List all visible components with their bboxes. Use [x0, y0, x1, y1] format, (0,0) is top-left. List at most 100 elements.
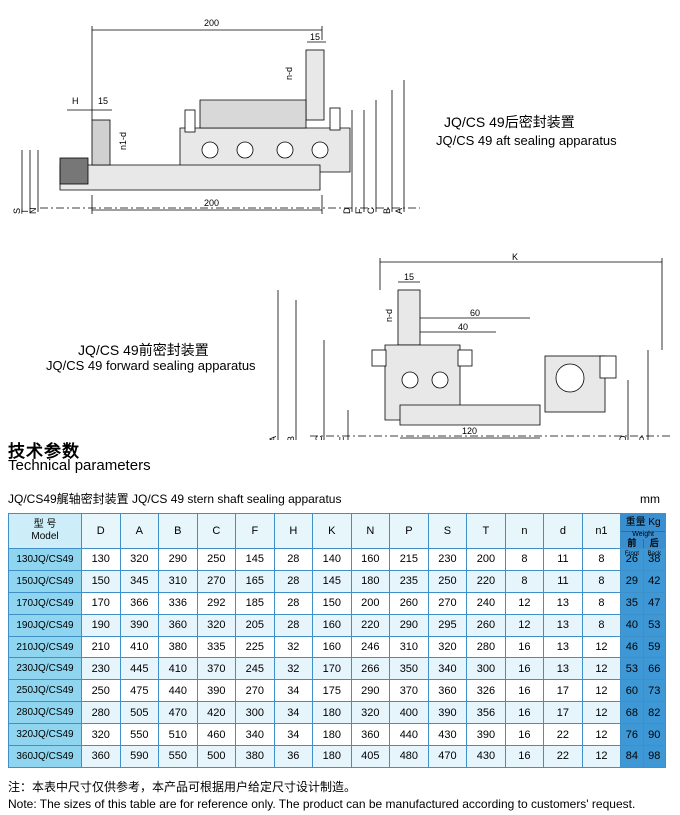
cell-value: 140 [312, 548, 352, 571]
header-col: B [158, 513, 198, 549]
cell-value: 470 [158, 701, 198, 725]
cell-weight-front: 68 [620, 701, 644, 725]
fwd-letter-d: D [618, 435, 628, 440]
cell-value: 8 [504, 548, 545, 571]
cell-value: 410 [158, 657, 198, 681]
cell-value: 280 [466, 635, 506, 659]
cell-value: 360 [350, 723, 391, 747]
cell-value: 250 [427, 569, 468, 593]
cell-value: 230 [80, 657, 121, 681]
cell-value: 160 [312, 635, 352, 659]
header-col: A [119, 513, 160, 549]
cell-weight-front: 60 [620, 679, 644, 703]
header-model-cn: 型 号 [33, 519, 57, 530]
cell-value: 440 [158, 679, 198, 703]
cell-value: 180 [312, 701, 352, 725]
technical-drawings: 200 15 n-d H 15 n1-d 200 S T N D F C B A… [12, 18, 670, 440]
cell-model: 150JQ/CS49 [8, 569, 82, 593]
aft-letter-b: B [382, 208, 392, 214]
cell-value: 390 [119, 613, 160, 637]
cell-value: 505 [119, 701, 160, 725]
cell-value: 295 [427, 613, 468, 637]
cell-value: 16 [504, 723, 545, 747]
cell-value: 270 [427, 591, 468, 615]
cell-value: 320 [196, 613, 237, 637]
cell-value: 400 [389, 701, 429, 725]
cell-value: 380 [158, 635, 198, 659]
cell-value: 300 [235, 701, 275, 725]
cell-value: 8 [581, 569, 622, 593]
cell-value: 32 [273, 635, 314, 659]
cell-value: 170 [312, 657, 352, 681]
cell-value: 160 [312, 613, 352, 637]
cell-model: 250JQ/CS49 [8, 679, 82, 703]
cell-value: 11 [543, 548, 583, 571]
aft-dim-h15: 15 [98, 96, 108, 106]
cell-value: 215 [389, 548, 429, 571]
cell-value: 12 [581, 679, 622, 703]
cell-value: 310 [158, 569, 198, 593]
cell-value: 246 [350, 635, 391, 659]
cell-model: 280JQ/CS49 [8, 701, 82, 725]
cell-weight-back: 82 [642, 701, 666, 725]
cell-value: 420 [196, 701, 237, 725]
cell-value: 550 [158, 745, 198, 768]
cell-value: 16 [504, 657, 545, 681]
header-weight-front-cn: 前 [627, 537, 637, 548]
header-weight-cn: 重量 Kg [625, 516, 661, 528]
header-model-en: Model [31, 531, 59, 542]
fwd-letter-c: C [314, 435, 324, 440]
cell-value: 370 [389, 679, 429, 703]
header-col: d [543, 513, 583, 549]
aft-letter-f: F [354, 208, 364, 214]
cell-value: 475 [119, 679, 160, 703]
cell-value: 185 [235, 591, 275, 615]
cell-value: 16 [504, 701, 545, 725]
header-col: N [350, 513, 391, 549]
table-unit: mm [640, 492, 660, 506]
aft-caption-en: JQ/CS 49 aft sealing apparatus [436, 133, 617, 148]
cell-model: 320JQ/CS49 [8, 723, 82, 747]
cell-value: 366 [119, 591, 160, 615]
header-model: 型 号 Model [8, 513, 82, 549]
cell-weight-back: 66 [642, 657, 666, 681]
cell-weight-back: 90 [642, 723, 666, 747]
cell-value: 405 [350, 745, 391, 768]
cell-value: 16 [504, 745, 545, 768]
fwd-caption-en: JQ/CS 49 forward sealing apparatus [46, 358, 256, 373]
parameters-table: 型 号 Model D A B C F H K N P S T n d n1 重… [8, 513, 666, 768]
cell-value: 270 [235, 679, 275, 703]
header-col: T [466, 513, 506, 549]
aft-letter-t: T [20, 208, 30, 214]
cell-model: 230JQ/CS49 [8, 657, 82, 681]
cell-value: 8 [504, 569, 545, 593]
header-col: S [427, 513, 468, 549]
cell-value: 300 [466, 657, 506, 681]
cell-value: 320 [80, 723, 121, 747]
cell-value: 370 [196, 657, 237, 681]
note-cn: 注：本表中尺寸仅供参考，本产品可根据用户给定尺寸设计制造。 [8, 780, 357, 794]
header-col: D [80, 513, 121, 549]
cell-model: 210JQ/CS49 [8, 635, 82, 659]
fwd-letter-b: B [286, 436, 296, 440]
cell-weight-front: 40 [620, 613, 644, 637]
cell-value: 150 [312, 591, 352, 615]
cell-value: 8 [581, 591, 622, 615]
section-title-cn: 技术参数 [8, 442, 80, 461]
cell-value: 480 [389, 745, 429, 768]
cell-weight-front: 76 [620, 723, 644, 747]
header-col: n [504, 513, 545, 549]
cell-value: 336 [158, 591, 198, 615]
cell-value: 245 [235, 657, 275, 681]
cell-weight-front: 26 [620, 548, 644, 571]
aft-letter-s: S [12, 208, 22, 214]
cell-value: 34 [273, 723, 314, 747]
cell-value: 510 [158, 723, 198, 747]
cell-value: 320 [119, 548, 160, 571]
aft-dim-n1d: n1-d [118, 132, 128, 150]
cell-value: 360 [158, 613, 198, 637]
